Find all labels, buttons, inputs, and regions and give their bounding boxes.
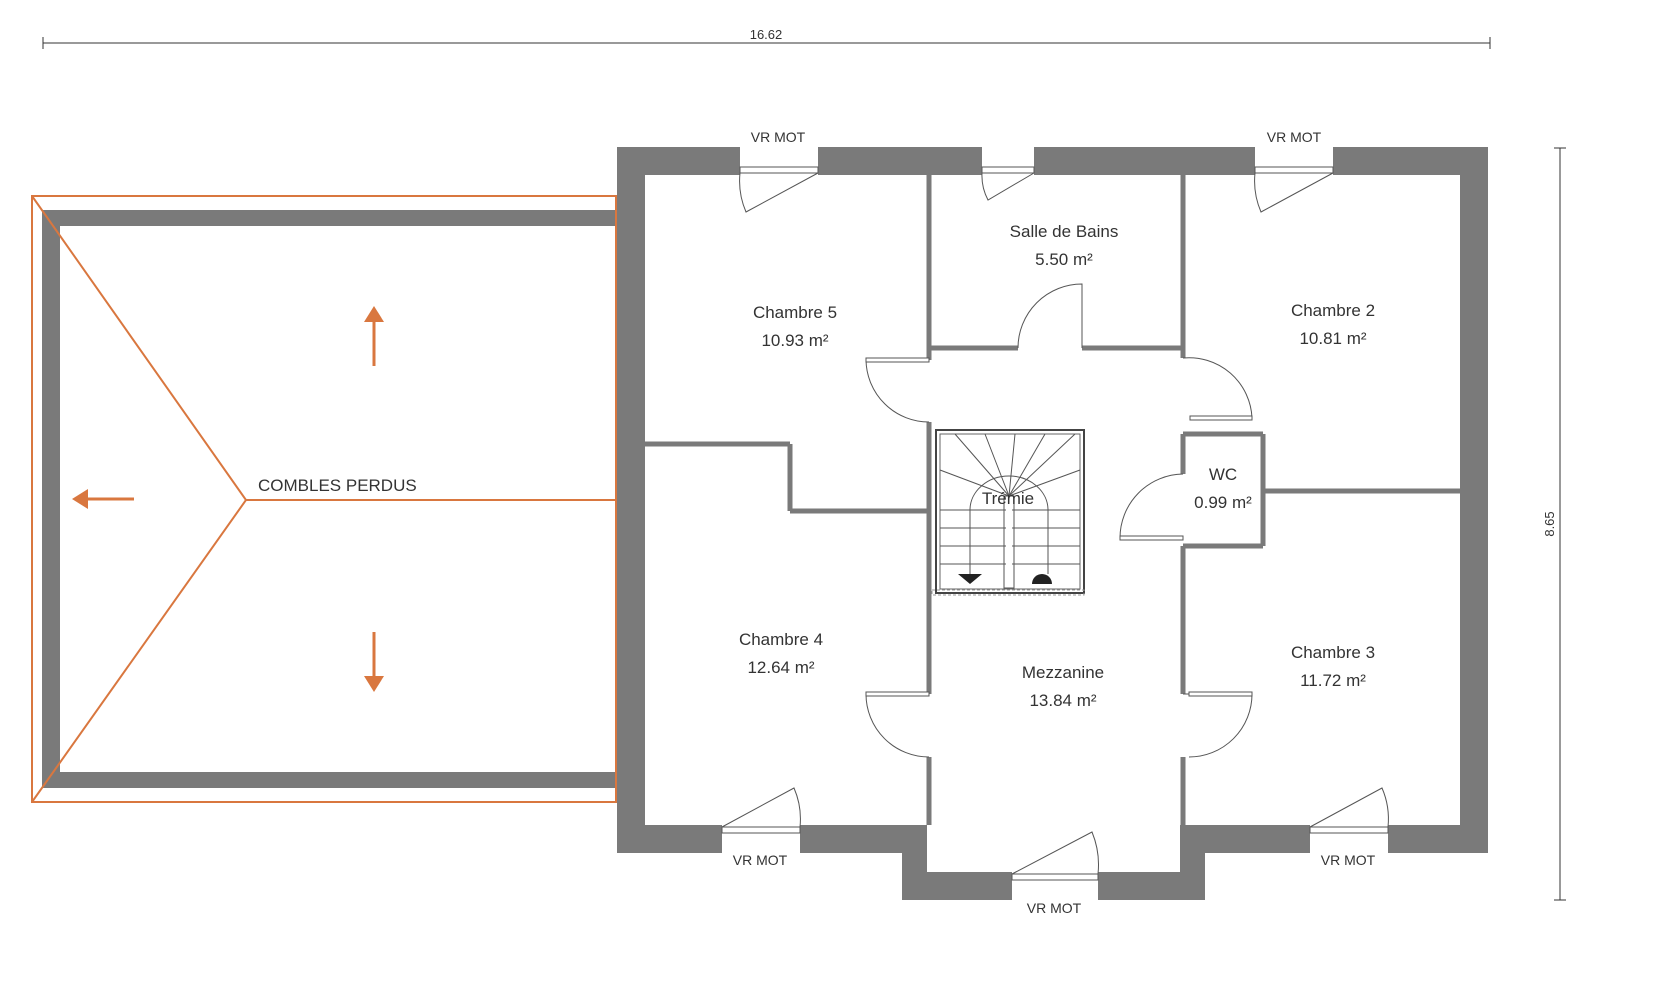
window-top-center bbox=[981, 147, 1035, 201]
window-bottom-right: VR MOT bbox=[1309, 787, 1389, 868]
room-wc: WC 0.99 m² bbox=[1194, 465, 1252, 512]
room-area: 5.50 m² bbox=[1035, 250, 1093, 269]
arrow-left-icon bbox=[72, 489, 134, 509]
window-label: VR MOT bbox=[751, 129, 806, 145]
room-area: 10.93 m² bbox=[761, 331, 828, 350]
stair-label: Trémie bbox=[982, 489, 1034, 508]
window-top-left: VR MOT bbox=[739, 129, 819, 213]
room-name: Chambre 5 bbox=[753, 303, 837, 322]
room-area: 13.84 m² bbox=[1029, 691, 1096, 710]
window-top-right: VR MOT bbox=[1254, 129, 1334, 213]
room-chambre-4: Chambre 4 12.64 m² bbox=[739, 630, 823, 677]
stair-opening: Trémie bbox=[931, 429, 1085, 596]
dimension-height: 8.65 bbox=[1542, 147, 1566, 901]
arrow-down-icon bbox=[364, 632, 384, 692]
room-chambre-3: Chambre 3 11.72 m² bbox=[1291, 643, 1375, 690]
arrow-up-icon bbox=[364, 306, 384, 366]
attic-label: COMBLES PERDUS bbox=[258, 476, 417, 495]
room-name: Salle de Bains bbox=[1010, 222, 1119, 241]
window-bottom-center: VR MOT bbox=[1011, 831, 1099, 916]
room-mezzanine: Mezzanine 13.84 m² bbox=[1022, 663, 1104, 710]
room-chambre-2: Chambre 2 10.81 m² bbox=[1291, 301, 1375, 348]
window-label: VR MOT bbox=[1027, 900, 1082, 916]
room-salle-de-bains: Salle de Bains 5.50 m² bbox=[1010, 222, 1119, 269]
room-name: Chambre 4 bbox=[739, 630, 823, 649]
attic-area: COMBLES PERDUS bbox=[31, 195, 617, 803]
window-label: VR MOT bbox=[733, 852, 788, 868]
dimension-width-label: 16.62 bbox=[750, 27, 783, 42]
room-name: Chambre 3 bbox=[1291, 643, 1375, 662]
wall-corner-details bbox=[645, 175, 1460, 200]
interior-doors bbox=[865, 283, 1253, 758]
room-chambre-5: Chambre 5 10.93 m² bbox=[753, 303, 837, 350]
room-name: Mezzanine bbox=[1022, 663, 1104, 682]
room-area: 11.72 m² bbox=[1300, 671, 1366, 690]
room-area: 10.81 m² bbox=[1299, 329, 1366, 348]
room-name: Chambre 2 bbox=[1291, 301, 1375, 320]
room-area: 0.99 m² bbox=[1194, 493, 1252, 512]
room-area: 12.64 m² bbox=[747, 658, 814, 677]
window-bottom-left: VR MOT bbox=[721, 787, 801, 868]
dimension-height-label: 8.65 bbox=[1542, 511, 1557, 536]
dimension-width: 16.62 bbox=[42, 27, 1491, 49]
window-label: VR MOT bbox=[1321, 852, 1376, 868]
window-label: VR MOT bbox=[1267, 129, 1322, 145]
interior-partitions bbox=[645, 175, 1460, 825]
room-name: WC bbox=[1209, 465, 1237, 484]
